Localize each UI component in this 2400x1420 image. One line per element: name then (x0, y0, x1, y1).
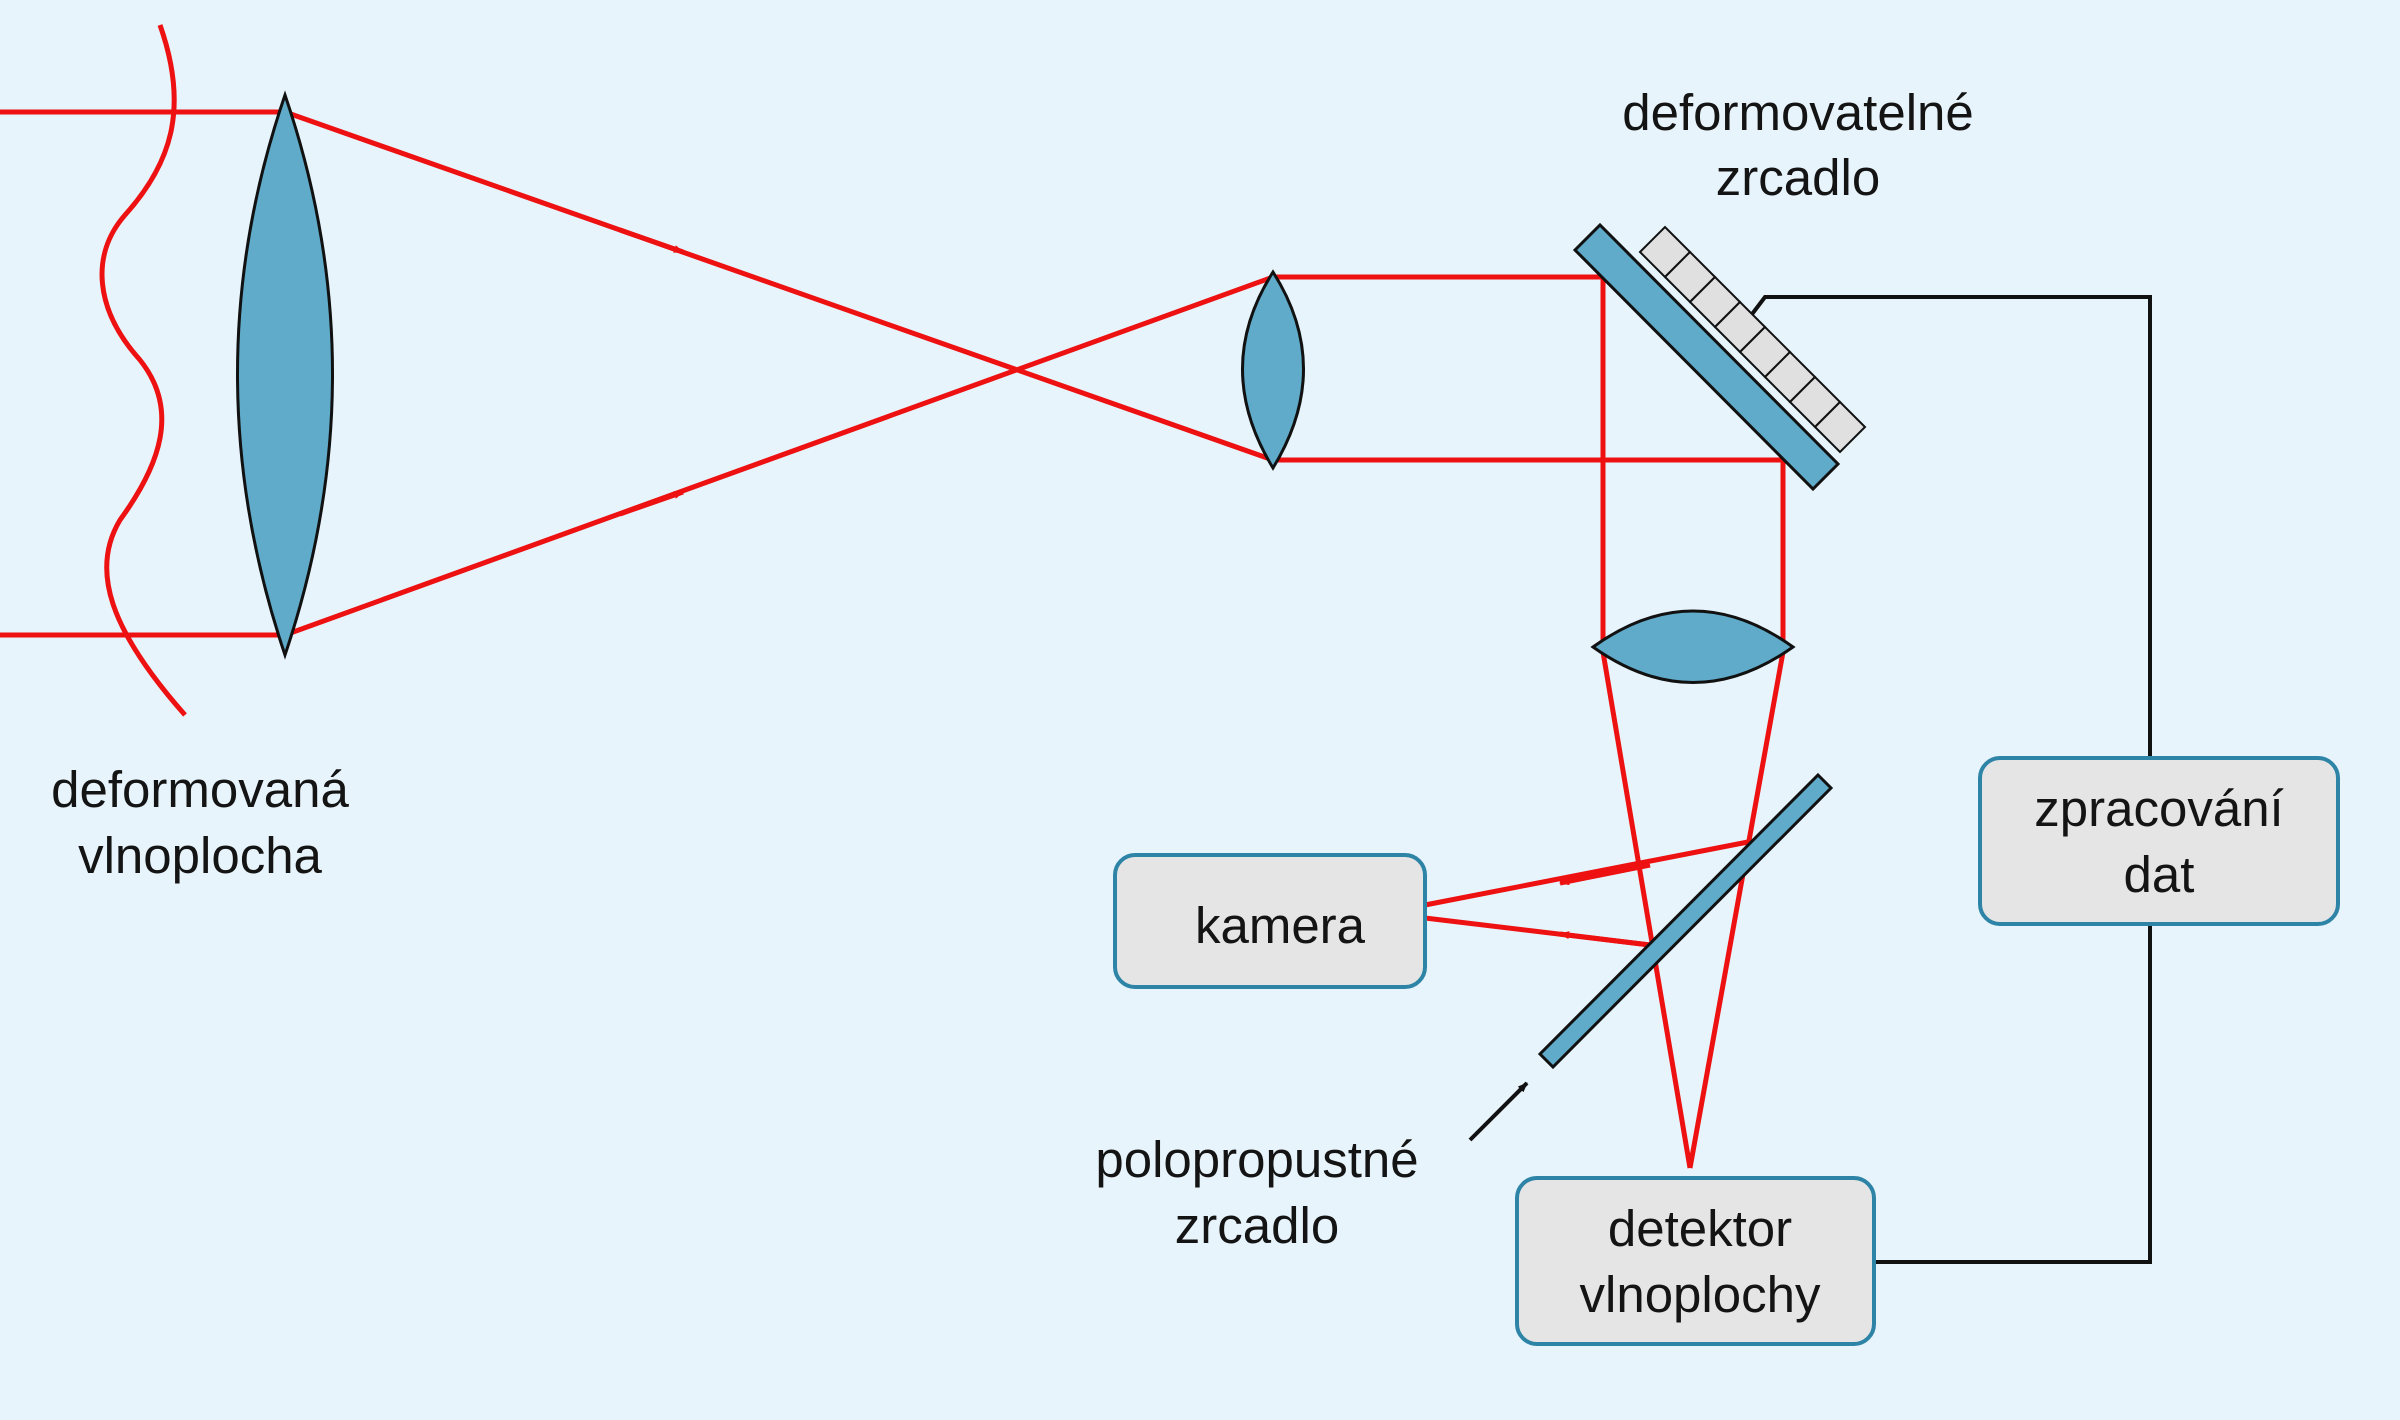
data-processing-label-line1: zpracování (2034, 780, 2283, 837)
data-processing-box: zpracování dat (1978, 756, 2340, 926)
wavefront-detector-label-line1: detektor (1608, 1200, 1792, 1257)
wavefront-detector-box: detektor vlnoplochy (1515, 1176, 1876, 1346)
beam-splitter-pointer-arrow (1468, 1081, 1529, 1142)
beam-arrow-top (619, 227, 684, 255)
deformable-mirror-label-line2: zrcadlo (1716, 149, 1880, 206)
focusing-lens (1590, 609, 1796, 684)
beam-splitter-label-line2: zrcadlo (1175, 1197, 1339, 1254)
beam-focus-right (1687, 651, 1786, 1169)
small-lens (1241, 269, 1305, 471)
wire-processing-to-detector (1875, 925, 2152, 1264)
deformed-wavefront-label-line2: vlnoplocha (78, 827, 322, 884)
actuator (1813, 400, 1867, 454)
mirror-actuators (1638, 225, 1867, 454)
beam-arrow-bottom (619, 489, 684, 517)
beam-arrow-camera-upper (1559, 862, 1651, 886)
beam-converging-bottom (284, 274, 1274, 638)
beam-reflect-upper (1424, 839, 1749, 908)
beam-focus-left (1600, 651, 1693, 1169)
deformed-wavefront-label-line1: deformovaná (51, 761, 349, 818)
deformable-mirror-label-line1: deformovatelné (1622, 84, 1974, 141)
data-processing-label-line2: dat (2124, 846, 2195, 903)
large-lens (236, 90, 334, 660)
deformed-wavefront-curve (99, 24, 187, 717)
mirror-plate (1572, 222, 1841, 492)
beam-splitter-label-line1: polopropustné (1095, 1131, 1418, 1188)
beam-arrow-camera-lower (1559, 931, 1651, 948)
wavefront-detector-label-line2: vlnoplochy (1580, 1266, 1821, 1323)
beam-converging-top (284, 109, 1274, 463)
camera-label: kamera (1195, 897, 1366, 954)
beam-splitter (1537, 772, 1834, 1070)
camera-box: kamera (1113, 853, 1427, 989)
laser-beams (0, 109, 1786, 1169)
deformable-mirror (1572, 222, 1867, 492)
